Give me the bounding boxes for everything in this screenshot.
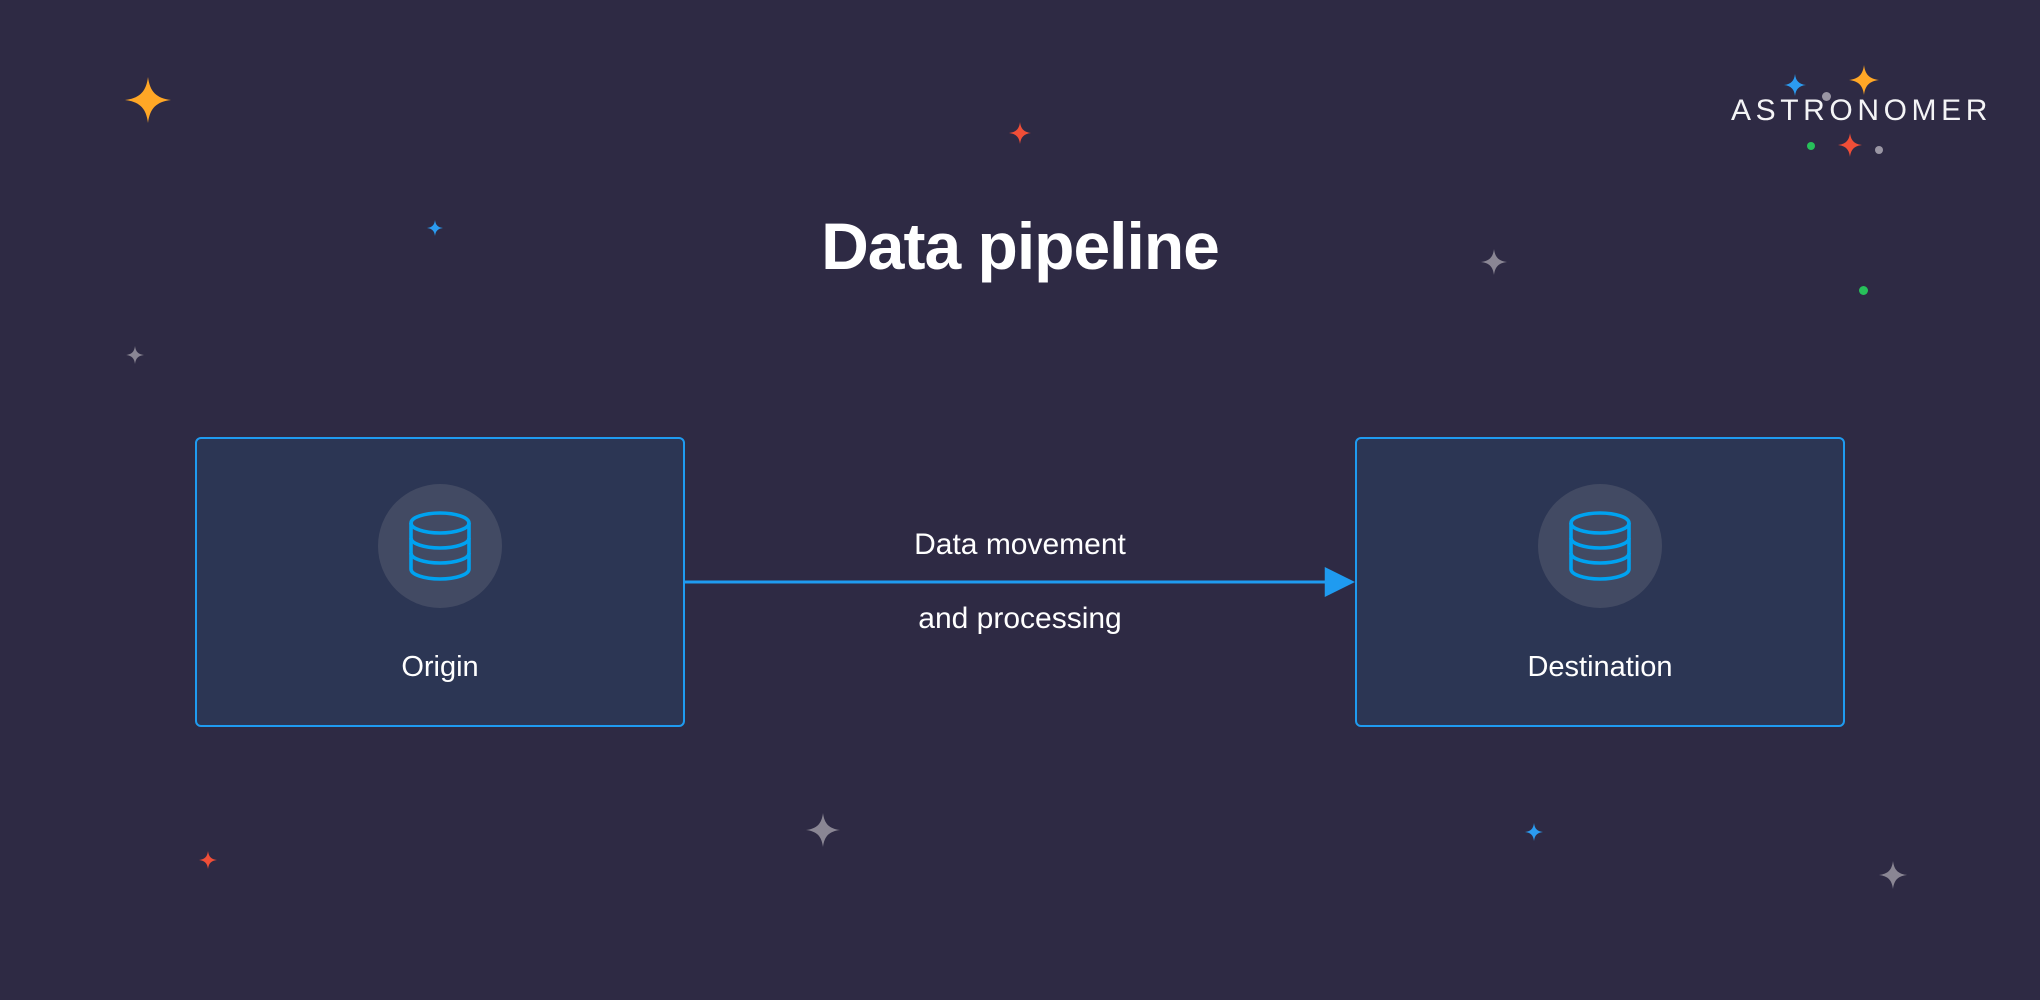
arrow-right-icon: [685, 567, 1355, 597]
star-gray-small-1-icon: [126, 346, 144, 364]
edge-label-line-2: and processing: [918, 602, 1122, 635]
star-blue-logo-icon: [1784, 74, 1806, 96]
star-red-small-1-icon: [1009, 122, 1031, 144]
destination-icon-badge: [1538, 484, 1662, 608]
star-gray-medium-2-icon: [1879, 861, 1907, 889]
dot-green-right: [1858, 285, 1868, 295]
edge-label-line-1: Data movement: [914, 528, 1126, 561]
database-icon: [1569, 511, 1631, 581]
dot-green-logo: [1807, 142, 1815, 150]
astronomer-logo-text: ASTRONOMER: [1730, 94, 1992, 127]
pipeline-node-origin[interactable]: Origin: [195, 437, 685, 727]
destination-label: Destination: [1527, 651, 1673, 683]
page-title: Data pipeline: [821, 209, 1220, 283]
astronomer-logo: ASTRONOMER: [1731, 96, 1992, 126]
database-icon: [409, 511, 471, 581]
star-blue-small-2-icon: [1525, 823, 1543, 841]
star-orange-logo-icon: [1849, 65, 1879, 95]
pipeline-diagram: Origin Data movement and processing Dest…: [195, 437, 1845, 727]
star-red-small-2-icon: [199, 851, 217, 869]
origin-label: Origin: [401, 651, 479, 683]
origin-icon-badge: [378, 484, 502, 608]
pipeline-connector: Data movement and processing: [685, 437, 1355, 727]
star-orange-large-icon: [125, 77, 171, 123]
dot-gray-logo-2: [1875, 146, 1883, 154]
star-gray-medium-1-icon: [806, 813, 840, 847]
star-red-logo-icon: [1838, 133, 1862, 157]
pipeline-node-destination[interactable]: Destination: [1355, 437, 1845, 727]
